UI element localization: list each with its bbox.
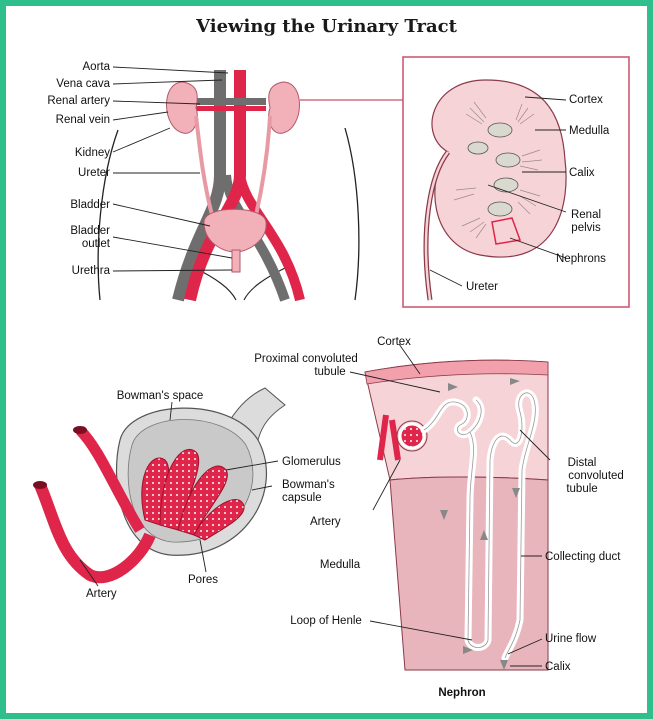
cortex-surface [364, 359, 549, 385]
label-distal-2: convoluted [568, 470, 624, 482]
kidney-section [431, 79, 567, 258]
ureter-left [194, 115, 214, 216]
label-inset-ureter: Ureter [466, 281, 498, 293]
nephron-highlight [491, 217, 522, 245]
label-glomerulus: Glomerulus [282, 456, 341, 468]
nephron-panel: Cortex Proximal convoluted tubule Distal… [254, 336, 624, 699]
label-nephron-medulla: Medulla [320, 559, 361, 571]
label-bowmans-capsule-2: capsule [282, 492, 322, 504]
label-pores: Pores [188, 574, 218, 586]
label-bladder-outlet-2: outlet [82, 238, 111, 250]
label-cortex: Cortex [569, 94, 603, 106]
kidney-right [268, 81, 300, 134]
label-distal-1: Distal [568, 457, 597, 469]
urethra-tube [231, 249, 241, 273]
glomerulus-loops [141, 449, 245, 541]
label-medulla: Medulla [569, 125, 610, 137]
kidney-inset: Cortex Medulla Calix Renal pelvis Nephro… [402, 56, 630, 308]
kidney-left [166, 81, 198, 134]
label-nephron-cortex: Cortex [377, 336, 411, 348]
renal-vein [196, 98, 266, 105]
bladder [203, 208, 267, 253]
label-urine-flow: Urine flow [545, 633, 597, 645]
label-calix: Calix [569, 167, 595, 179]
calix-group [467, 122, 521, 217]
label-artery-small: Artery [310, 516, 341, 528]
body-outline-right [344, 127, 360, 301]
label-ureter: Ureter [78, 167, 110, 179]
label-urethra: Urethra [72, 265, 111, 277]
label-kidney: Kidney [75, 147, 110, 159]
label-artery: Artery [86, 588, 117, 600]
ureter-right [254, 115, 272, 216]
label-nephron-calix: Calix [545, 661, 571, 673]
nephron-artery [377, 414, 401, 461]
label-nephrons: Nephrons [556, 253, 606, 265]
medulla-pyramids [453, 101, 543, 239]
afferent-artery [75, 426, 145, 533]
label-proximal-1: Proximal convoluted [254, 353, 358, 365]
label-nephron-caption: Nephron [438, 687, 485, 699]
label-distal-3: tubule [566, 483, 597, 495]
glomerulus-panel: Bowman's space Glomerulus Bowman's capsu… [33, 387, 341, 600]
flow-arrows [440, 378, 520, 670]
label-renal-artery: Renal artery [47, 95, 110, 107]
renal-artery [196, 106, 266, 111]
label-bowmans-capsule-1: Bowman's [282, 479, 335, 491]
label-aorta: Aorta [83, 61, 111, 73]
label-collecting-duct: Collecting duct [545, 551, 621, 563]
label-bladder: Bladder [70, 199, 110, 211]
label-vena-cava: Vena cava [56, 78, 110, 90]
label-renal-pelvis-1: Renal [571, 209, 601, 221]
label-bladder-outlet-1: Bladder [70, 225, 110, 237]
label-renal-pelvis-2: pelvis [571, 222, 601, 234]
label-loop-of-henle: Loop of Henle [290, 615, 362, 627]
label-proximal-2: tubule [314, 366, 345, 378]
body-panel: Aorta Vena cava Renal artery Renal vein … [47, 61, 360, 302]
nephron-glomerulus [398, 422, 426, 450]
label-renal-vein: Renal vein [56, 114, 110, 126]
body-outline [97, 129, 119, 301]
label-bowmans-space: Bowman's space [117, 390, 204, 402]
figure-title: Viewing the Urinary Tract [196, 16, 457, 37]
